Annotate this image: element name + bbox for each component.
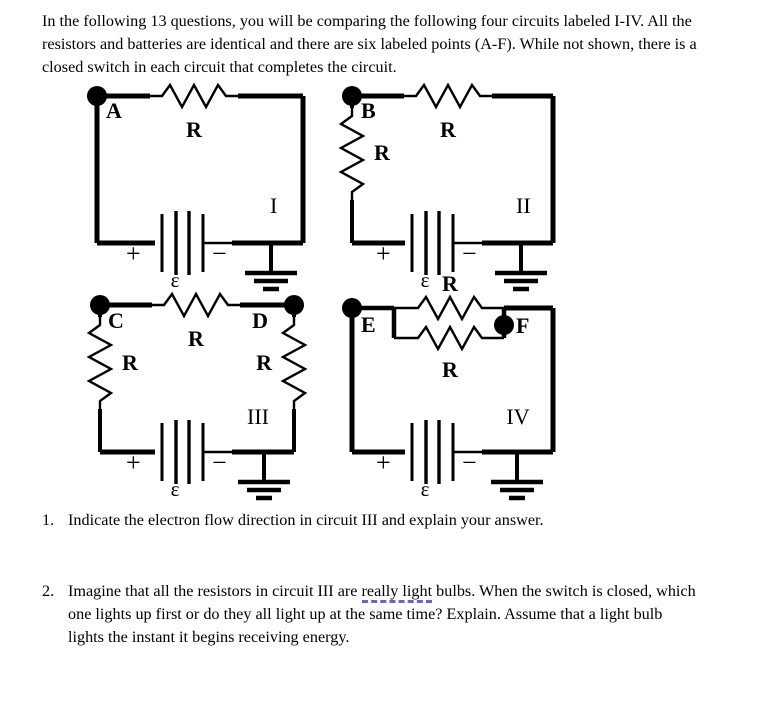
ground-icon — [238, 452, 290, 498]
question-2: 2. Imagine that all the resistors in cir… — [42, 580, 702, 649]
resistor-symbol — [280, 317, 308, 409]
circuit-numeral-4: IV — [506, 404, 529, 429]
battery-emf-label: ε — [171, 477, 180, 501]
resistor-symbol — [150, 82, 238, 110]
resistor-label: R — [188, 326, 205, 351]
resistor-symbol — [404, 82, 492, 110]
question-1-text: Indicate the electron flow direction in … — [68, 511, 544, 529]
battery-minus-sign: − — [462, 448, 477, 477]
ground-icon — [491, 452, 543, 498]
circuit-3: C D R R R III + − ε — [86, 291, 308, 501]
node-dot-b — [342, 86, 362, 106]
node-label-c: C — [108, 308, 124, 333]
battery-plus-sign: + — [376, 448, 391, 477]
battery-minus-sign: − — [212, 239, 227, 268]
question-2-text-part-b: bulbs. When the switch is closed, which … — [68, 582, 696, 646]
battery-plus-sign: + — [126, 239, 141, 268]
question-2-text: Imagine that all the resistors in circui… — [68, 580, 702, 649]
circuits-svg: A R I + − ε — [86, 82, 556, 501]
circuit-numeral-2: II — [516, 193, 531, 218]
resistor-symbol — [338, 108, 366, 200]
circuit-figure-group: A R I + − ε — [0, 80, 766, 505]
resistor-symbol — [394, 324, 504, 352]
node-dot-f — [494, 315, 514, 335]
spellcheck-underlined-phrase: really light — [361, 582, 433, 603]
node-label-b: B — [361, 98, 376, 123]
battery-plus-sign: + — [376, 239, 391, 268]
resistor-label: R — [442, 357, 459, 382]
battery-plus-sign: + — [126, 448, 141, 477]
ground-icon — [245, 243, 297, 289]
battery-emf-label: ε — [171, 268, 180, 292]
question-2-number: 2. — [42, 582, 55, 600]
circuit-2: B R R II + − ε — [338, 82, 556, 292]
question-2-text-part-a: Imagine that all the resistors in circui… — [68, 582, 362, 600]
node-dot-a — [87, 86, 107, 106]
node-label-f: F — [516, 313, 529, 338]
circuit-4: E F R R IV + − ε — [342, 271, 556, 501]
question-1-number: 1. — [42, 511, 55, 529]
resistor-label: R — [186, 117, 203, 142]
ground-icon — [495, 243, 547, 289]
intro-paragraph: In the following 13 questions, you will … — [42, 12, 697, 76]
battery-minus-sign: − — [212, 448, 227, 477]
node-dot-c — [90, 295, 110, 315]
node-label-e: E — [361, 312, 376, 337]
resistor-symbol — [394, 294, 504, 322]
battery-emf-label: ε — [421, 268, 430, 292]
resistor-label: R — [374, 140, 391, 165]
resistor-label: R — [122, 350, 139, 375]
circuit-numeral-3: III — [247, 404, 269, 429]
circuit-1: A R I + − ε — [87, 82, 306, 292]
node-dot-d — [284, 295, 304, 315]
resistor-label: R — [442, 271, 459, 296]
node-dot-e — [342, 298, 362, 318]
circuit-numeral-1: I — [270, 193, 277, 218]
battery-emf-label: ε — [421, 477, 430, 501]
question-1: 1. Indicate the electron flow direction … — [42, 509, 722, 532]
node-label-d: D — [252, 308, 268, 333]
resistor-label: R — [440, 117, 457, 142]
resistor-symbol — [86, 317, 114, 409]
resistor-symbol — [152, 291, 240, 319]
resistor-label: R — [256, 350, 273, 375]
node-label-a: A — [106, 98, 122, 123]
battery-minus-sign: − — [462, 239, 477, 268]
